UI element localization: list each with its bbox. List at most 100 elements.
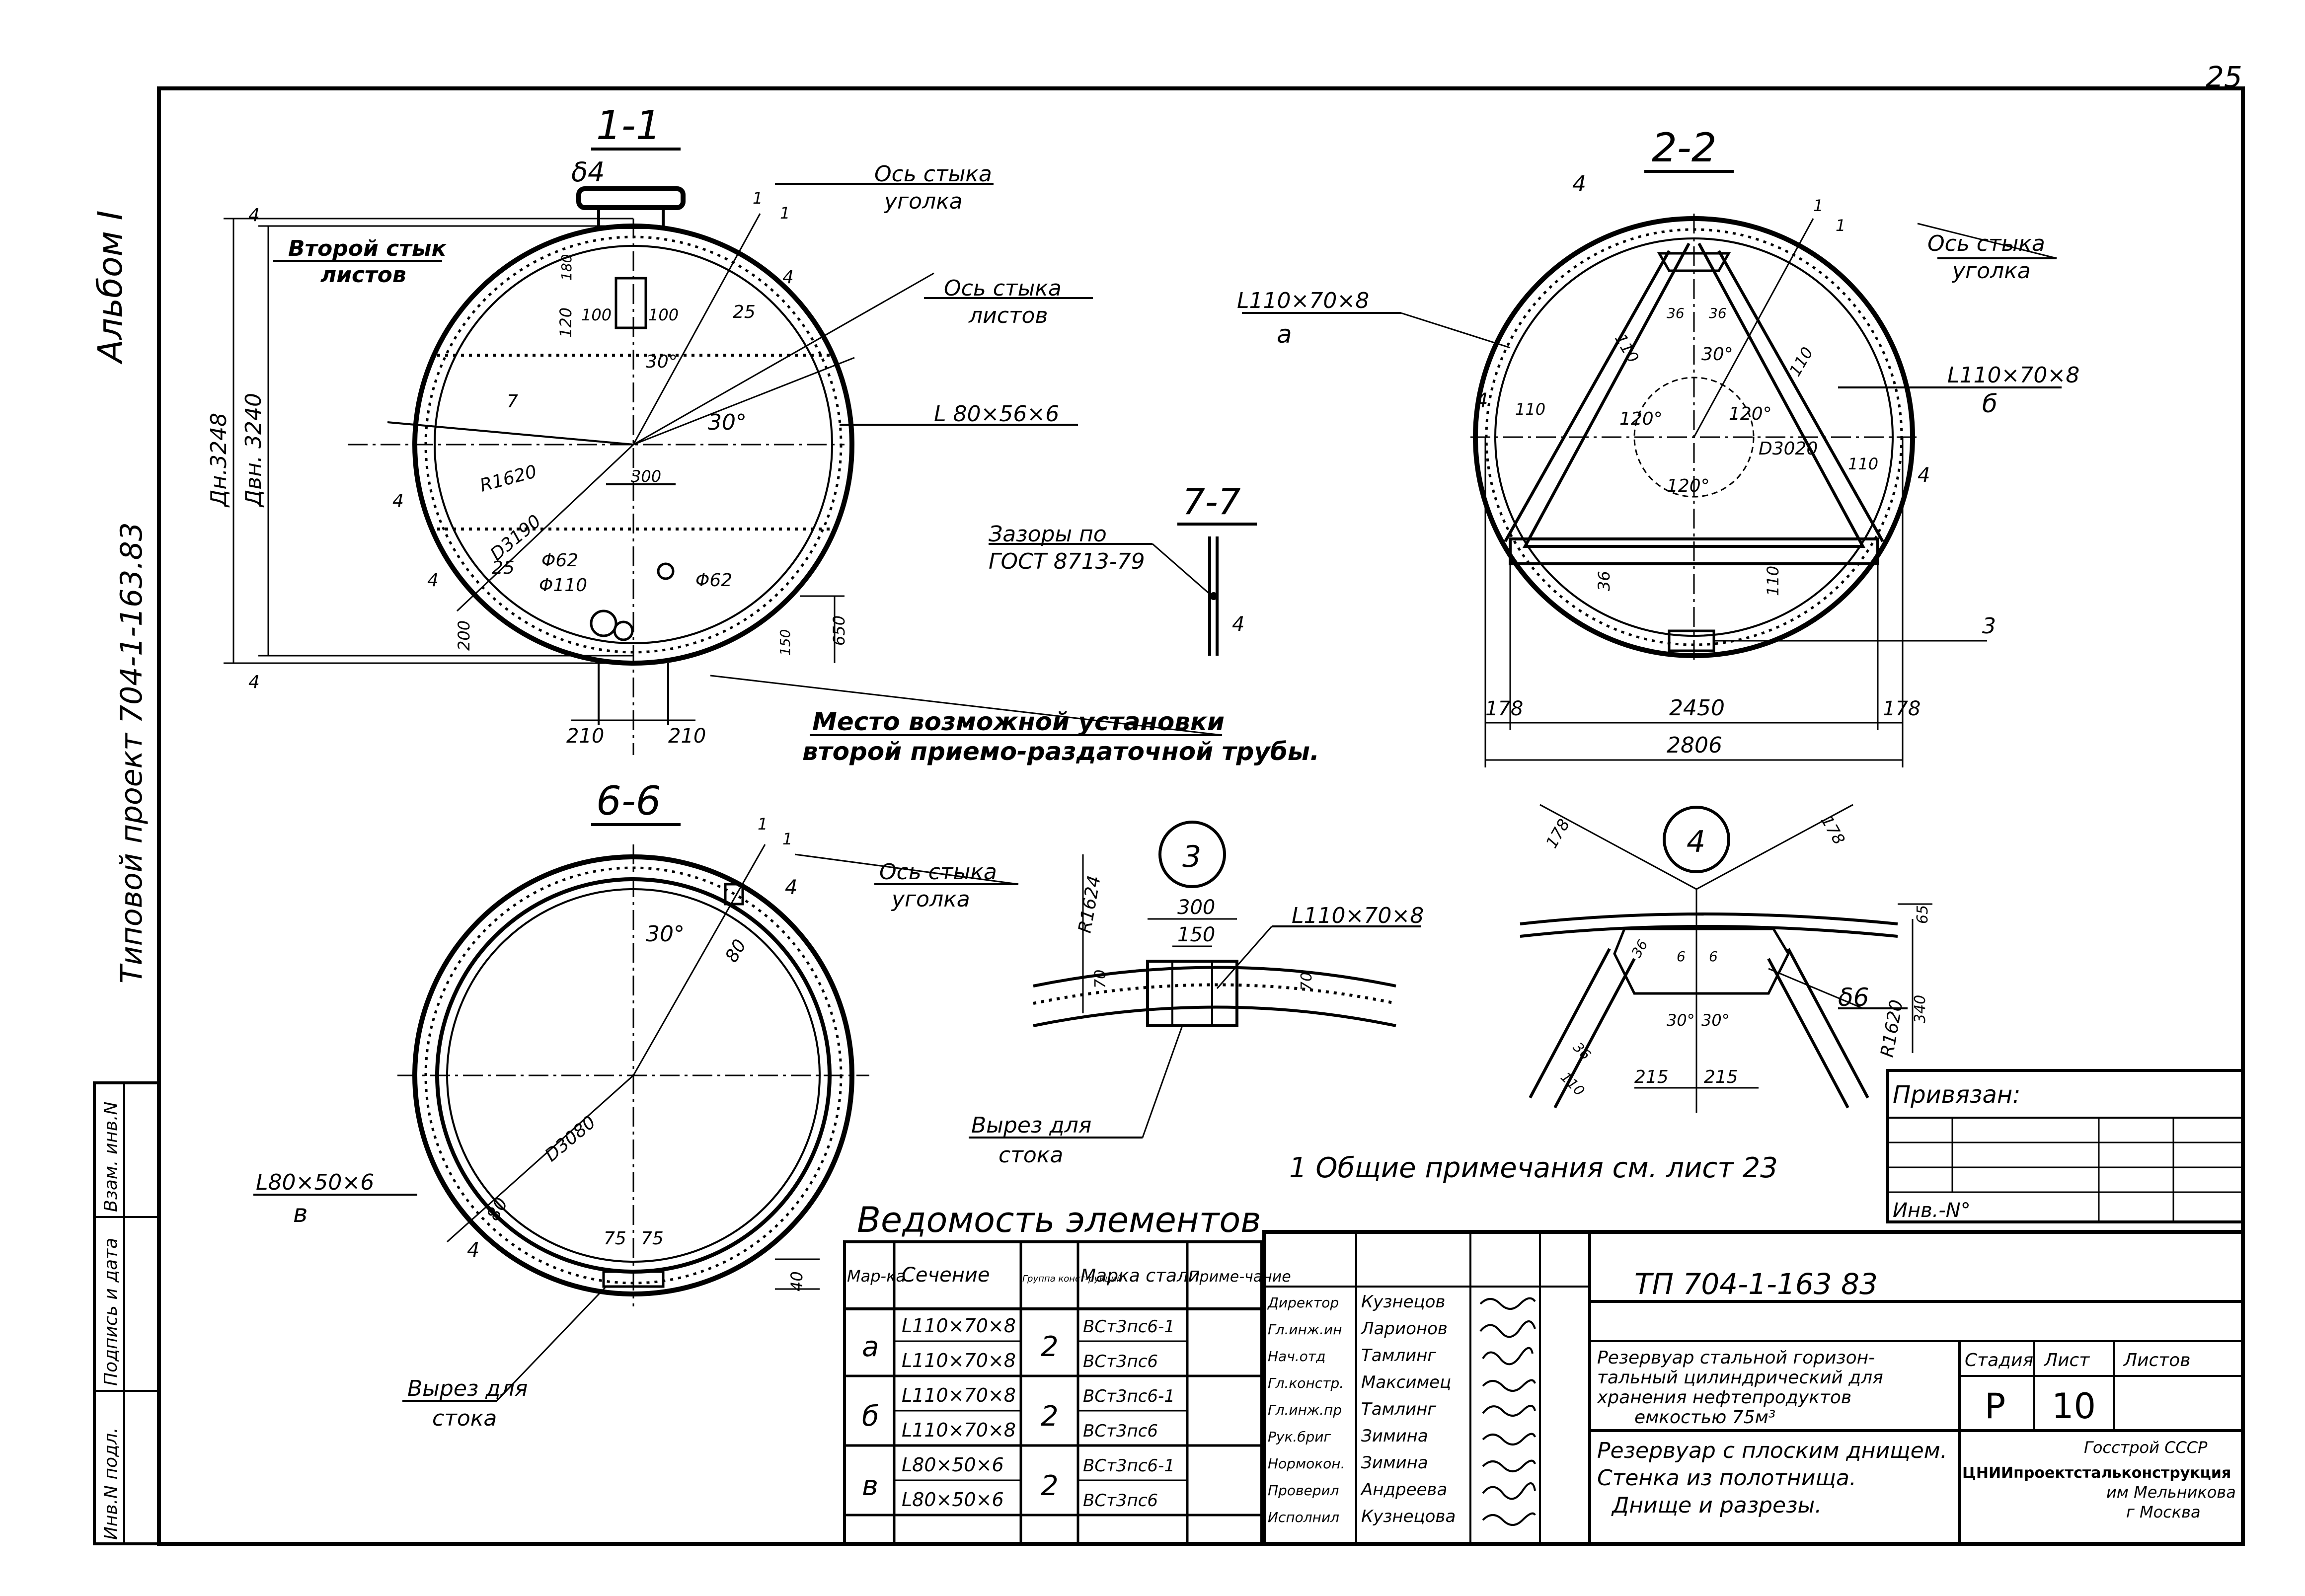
node-3-n70b: 70: [1298, 972, 1315, 991]
node-4-n6a: 6: [1677, 948, 1686, 965]
s77-gap-1: Зазоры по: [989, 522, 1107, 547]
side-stamp: Инв.N подл. Подпись и дата Взам. инв.N: [93, 1081, 160, 1545]
section-6-6-title: 6-6: [596, 778, 661, 824]
s22-b: б: [1982, 389, 1998, 418]
s66-n75b: 75: [641, 1228, 664, 1249]
node-4-n340: 340: [1912, 995, 1929, 1023]
staff-8-name: Кузнецова: [1361, 1507, 1456, 1526]
s66-n80a: 80: [721, 936, 750, 966]
s66-n1a: 1: [758, 815, 768, 834]
s77-n4: 4: [1232, 613, 1244, 636]
s22-n1a: 1: [1813, 196, 1823, 215]
s66-cut-1: Вырез для: [407, 1376, 528, 1401]
s11-n210a: 210: [566, 725, 604, 748]
s11-n4e: 4: [427, 570, 439, 591]
node-3-n150: 150: [1177, 923, 1215, 946]
s11-n150: 150: [777, 629, 793, 656]
s22-n4a: 4: [1572, 171, 1586, 197]
node-4-n215a: 215: [1634, 1067, 1669, 1087]
sheet-frame: [157, 86, 2245, 1546]
hdr-note: Приме-чание: [1188, 1268, 1291, 1286]
sheets-header: Листов: [2123, 1350, 2190, 1370]
s66-a30: 30°: [646, 921, 685, 947]
node-4-d6: δ6: [1838, 983, 1869, 1012]
title-block: ТП 704-1-163 83 Директор Кузнецов Гл.инж…: [1262, 1230, 2245, 1546]
s11-n650: 650: [830, 615, 848, 646]
node-4-a30b: 30°: [1701, 1011, 1730, 1030]
s66-v: в: [293, 1199, 307, 1228]
s11-f62b: Φ62: [695, 570, 732, 591]
hdr-steel: Марка стали: [1080, 1266, 1200, 1286]
s11-f62a: Φ62: [541, 550, 578, 571]
row-v-st2: ВСт3пс6: [1083, 1491, 1158, 1511]
s11-n4c: 4: [782, 267, 794, 288]
node-3-cut-1: Вырез для: [971, 1113, 1091, 1138]
s11-joint-sheets-1: Ось стыка: [944, 276, 1062, 301]
section-1-1: 1-1: [206, 102, 1319, 766]
s11-joint-angle-1: Ось стыка: [874, 161, 992, 187]
node-4-num: 4: [1687, 825, 1705, 859]
s11-n100b: 100: [648, 305, 679, 324]
s11-a30b: 30°: [708, 410, 747, 435]
s11-angle: L 80×56×6: [934, 401, 1059, 427]
staff-1-role: Гл.инж.ин: [1268, 1321, 1342, 1338]
s11-second-joint-1: Второй стык: [288, 236, 447, 261]
org-line4: г Москва: [2126, 1503, 2201, 1521]
s66-n75a: 75: [604, 1228, 626, 1249]
s66-d3080: D3080: [541, 1112, 600, 1166]
node-4-a30a: 30°: [1667, 1011, 1695, 1030]
side-stamp-sign: Подпись и дата: [101, 1238, 121, 1386]
node-3-n300: 300: [1177, 896, 1215, 919]
s11-d: D3190: [486, 511, 545, 565]
privyazan-block: Привязан: Инв.-N°: [1886, 1069, 2244, 1223]
s11-n25a: 25: [733, 302, 756, 322]
desc1-line3: хранения нефтепродуктов: [1597, 1387, 1851, 1408]
s22-n1b: 1: [1836, 216, 1845, 235]
section-1-1-title: 1-1: [596, 102, 661, 149]
s11-dn: Дн.3248: [206, 413, 231, 508]
s22-a120b: 120°: [1729, 404, 1772, 424]
s22-a120c: 120°: [1667, 476, 1710, 496]
side-stamp-inv: Инв.N подл.: [101, 1428, 121, 1540]
node-3-num: 3: [1182, 839, 1201, 874]
row-b-st1: ВСт3пс6-1: [1083, 1386, 1175, 1406]
staff-4-role: Гл.инж.пр: [1268, 1402, 1342, 1418]
s11-r: R1620: [478, 461, 539, 496]
s22-n36b: 36: [1709, 305, 1727, 321]
staff-4-name: Тамлинг: [1361, 1399, 1437, 1419]
row-b-s1: L110×70×8: [902, 1384, 1016, 1406]
s11-place-2: второй приемо-раздаточной трубы.: [802, 737, 1319, 766]
staff-1-name: Ларионов: [1360, 1319, 1448, 1339]
s22-n110e: 110: [1764, 566, 1782, 596]
hdr-section: Сечение: [902, 1264, 990, 1287]
node-3: 3 R1624 300 150 L110×70×8 70 70 Вырез дл…: [969, 821, 1424, 1168]
row-a-st1: ВСт3пс6-1: [1083, 1317, 1175, 1337]
general-notes: 1 Общие примечания см. лист 23: [1289, 1152, 1778, 1184]
s11-n25b: 25: [492, 558, 515, 578]
s11-n180: 180: [558, 254, 575, 281]
s22-n110c: 110: [1515, 400, 1545, 419]
s77-gap-2: ГОСТ 8713-79: [989, 549, 1145, 574]
staff-5-name: Зимина: [1361, 1426, 1428, 1446]
s11-n7: 7: [507, 391, 518, 412]
staff-5-role: Рук.бриг: [1268, 1429, 1331, 1445]
row-v-group: 2: [1041, 1470, 1059, 1502]
s22-angle-a: L110×70×8: [1237, 288, 1369, 313]
row-a-s2: L110×70×8: [902, 1350, 1016, 1371]
s66-n4b: 4: [467, 1239, 479, 1262]
sheet-header: Лист: [2043, 1350, 2090, 1370]
s22-n2450: 2450: [1669, 695, 1725, 721]
elements-table: Ведомость элементов Мар-ка Сечение Групп…: [843, 1200, 1291, 1545]
row-v-st1: ВСт3пс6-1: [1083, 1456, 1175, 1476]
staff-3-role: Гл.констр.: [1268, 1375, 1344, 1391]
s66-cut-2: стока: [432, 1406, 497, 1431]
row-b-s2: L110×70×8: [902, 1419, 1016, 1441]
desc1-line2: тальный цилиндрический для: [1597, 1368, 1883, 1388]
s11-n210b: 210: [668, 725, 706, 748]
s66-n4a: 4: [785, 876, 797, 899]
staff-0-role: Директор: [1267, 1294, 1339, 1311]
elements-table-title: Ведомость элементов: [857, 1200, 1261, 1240]
row-v-mark: в: [862, 1470, 878, 1502]
node-3-n70a: 70: [1092, 970, 1109, 988]
s22-d3020: D3020: [1759, 439, 1818, 459]
